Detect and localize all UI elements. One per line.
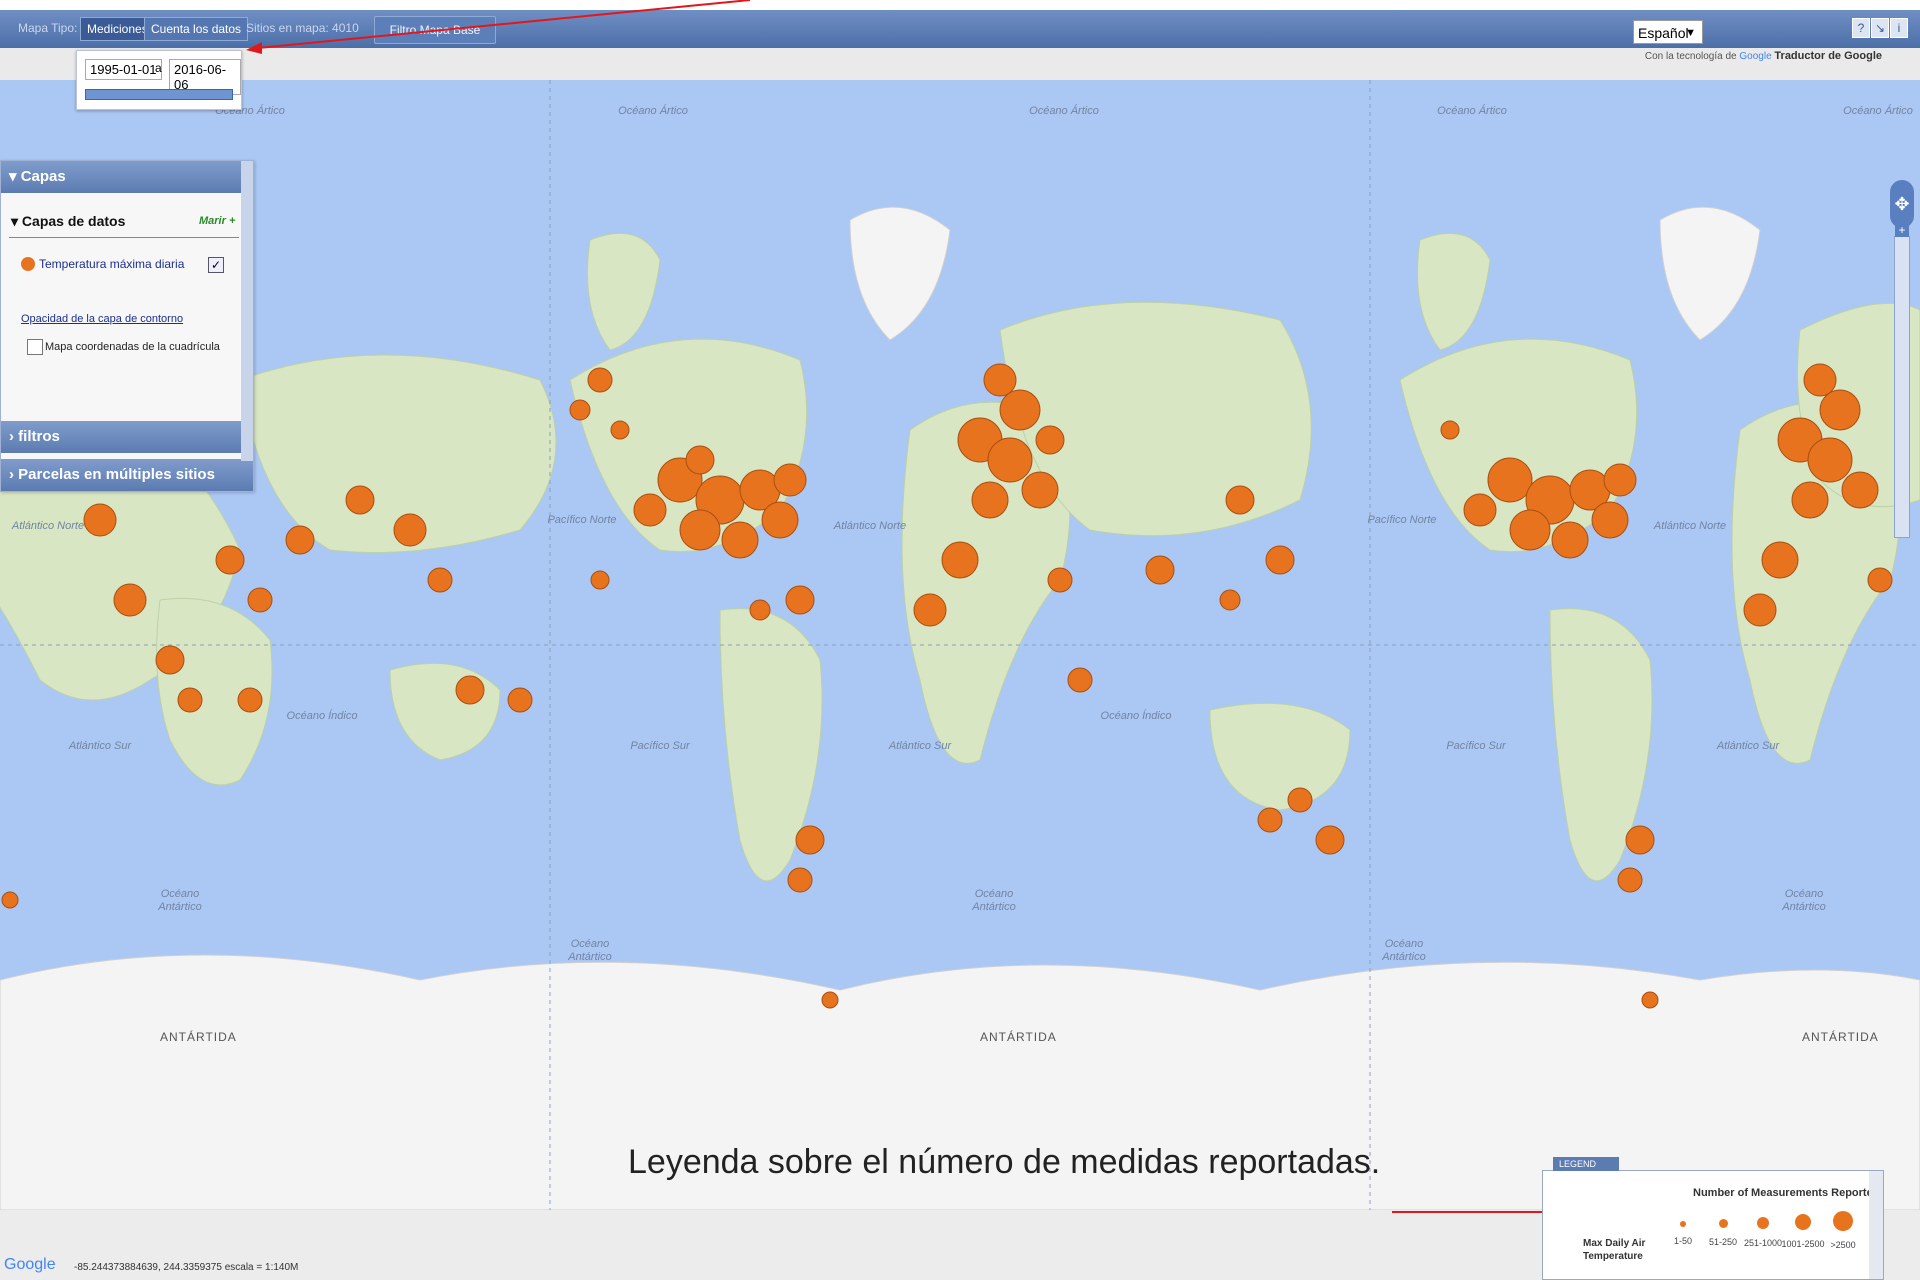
ocean-label: Pacífico Sur bbox=[630, 740, 690, 752]
map-graphics bbox=[0, 80, 1920, 1210]
legend-tab[interactable]: LEGEND bbox=[1553, 1157, 1619, 1171]
ocean-label: Océano Ártico bbox=[1843, 105, 1913, 117]
ocean-label: Océano Ártico bbox=[1029, 105, 1099, 117]
ocean-label: Océano Ártico bbox=[618, 105, 688, 117]
layer-name: Temperatura máxima diaria bbox=[39, 257, 185, 271]
legend-item: 51-250 bbox=[1693, 1209, 1753, 1247]
layers-panel: ▾ Capas ▾ Capas de datos Marir + Tempera… bbox=[0, 160, 254, 492]
legend-range: 1001-2500 bbox=[1781, 1239, 1825, 1249]
legend-dot bbox=[1795, 1214, 1811, 1230]
legend-range: 51-250 bbox=[1708, 1237, 1738, 1247]
legend-range: 1-50 bbox=[1673, 1236, 1692, 1246]
ocean-label: Océano Ártico bbox=[1437, 105, 1507, 117]
layer-marker-icon bbox=[21, 257, 35, 271]
sub-toolbar bbox=[0, 48, 1920, 80]
measurement-markers bbox=[1, 363, 1893, 1009]
info-icon[interactable]: i bbox=[1890, 18, 1908, 38]
mark-all-link[interactable]: Marir + bbox=[199, 215, 236, 227]
layers-panel-header[interactable]: ▾ Capas bbox=[1, 161, 253, 193]
ocean-label: Océano Índico bbox=[1100, 710, 1172, 722]
antarctica-label: ANTÁRTIDA bbox=[980, 1030, 1057, 1044]
help-icon[interactable]: ? bbox=[1852, 18, 1870, 38]
antarctica-label: ANTÁRTIDA bbox=[160, 1030, 237, 1044]
language-select[interactable]: Español ▼ bbox=[1633, 20, 1703, 44]
legend-range: >2500 bbox=[1830, 1240, 1856, 1250]
ocean-label: Atlántico Sur bbox=[68, 740, 132, 752]
ocean-label: Océano Antártico bbox=[158, 888, 202, 913]
legend-dot bbox=[1833, 1211, 1853, 1231]
google-logo: Google bbox=[4, 1256, 56, 1273]
legend-scrollbar[interactable] bbox=[1869, 1171, 1883, 1279]
world-map[interactable]: Océano Ártico Océano Ártico Océano Ártic… bbox=[0, 80, 1920, 1210]
chevron-down-icon: ▼ bbox=[1685, 27, 1696, 39]
legend-title: Number of Measurements Reported bbox=[1693, 1187, 1880, 1199]
legend-annotation-text: Leyenda sobre el número de medidas repor… bbox=[628, 1143, 1381, 1181]
zoom-in-icon[interactable]: + bbox=[1895, 223, 1909, 237]
zoom-slider-track[interactable]: + bbox=[1894, 223, 1910, 538]
mode-measurements-button[interactable]: Mediciones bbox=[80, 17, 155, 41]
language-value: Español bbox=[1638, 25, 1689, 41]
start-date-input[interactable]: 1995-01-01 bbox=[85, 59, 162, 80]
ocean-label: Océano Índico bbox=[286, 710, 358, 722]
zoom-control: ✥ + bbox=[1890, 180, 1914, 600]
land-copy-right bbox=[1399, 232, 1920, 882]
ocean-label: Pacífico Norte bbox=[547, 514, 617, 526]
legend-item: 1001-2500 bbox=[1773, 1209, 1833, 1249]
ocean-label: Atlántico Norte bbox=[833, 520, 907, 532]
date-range-slider[interactable] bbox=[85, 89, 233, 100]
coordinates-readout: -85.244373884639, 244.3359375 escala = 1… bbox=[74, 1262, 299, 1273]
ocean-label: Atlántico Norte bbox=[1653, 520, 1727, 532]
filters-section[interactable]: › filtros bbox=[1, 421, 253, 453]
sites-count-label: Sitios en mapa: 4010 bbox=[246, 21, 359, 35]
legend-series: Max Daily Air Temperature bbox=[1583, 1238, 1646, 1262]
date-separator: a bbox=[155, 61, 162, 75]
multi-site-section[interactable]: › Parcelas en múltiples sitios bbox=[1, 459, 253, 491]
ocean-label: Atlántico Norte bbox=[11, 520, 85, 532]
ocean-label: Océano Antártico bbox=[568, 938, 612, 963]
grid-checkbox[interactable] bbox=[27, 339, 43, 355]
ocean-label: Atlántico Sur bbox=[888, 740, 952, 752]
ocean-label: Océano Antártico bbox=[1782, 888, 1826, 913]
panel-scrollbar[interactable] bbox=[241, 161, 253, 461]
mode-data-count-button[interactable]: Cuenta los datos bbox=[144, 17, 249, 41]
legend-dot bbox=[1757, 1217, 1769, 1229]
contour-opacity-link[interactable]: Opacidad de la capa de contorno bbox=[21, 313, 184, 325]
annotation-arrow-top bbox=[246, 0, 751, 54]
panel-divider bbox=[9, 237, 239, 238]
ocean-label: Pacífico Sur bbox=[1446, 740, 1506, 752]
grid-label: Mapa coordenadas de la cuadrícula bbox=[45, 341, 220, 353]
share-icon[interactable]: ↘ bbox=[1871, 18, 1889, 38]
legend-range: 251-1000 bbox=[1743, 1238, 1783, 1248]
legend-dot bbox=[1718, 1219, 1728, 1228]
ocean-label: Pacífico Norte bbox=[1367, 514, 1437, 526]
legend-box: LEGEND Number of Measurements Reported M… bbox=[1542, 1157, 1884, 1280]
antarctica-label: ANTÁRTIDA bbox=[1802, 1030, 1879, 1044]
data-layers-heading: ▾ Capas de datos bbox=[11, 213, 126, 229]
powered-by-translate[interactable]: Con la tecnología de Google Traductor de… bbox=[1644, 50, 1882, 62]
map-type-label: Mapa Tipo: bbox=[18, 21, 78, 35]
legend-item: 251-1000 bbox=[1733, 1209, 1793, 1248]
legend-item: 1-50 bbox=[1653, 1209, 1713, 1246]
ocean-label: Atlántico Sur bbox=[1716, 740, 1780, 752]
ocean-label: Océano Antártico bbox=[972, 888, 1016, 913]
legend-item: >2500 bbox=[1813, 1209, 1873, 1250]
ocean-label: Océano Antártico bbox=[1382, 938, 1426, 963]
date-range-popup: 1995-01-01 a 2016-06-06 bbox=[76, 50, 242, 110]
layer-visibility-checkbox[interactable]: ✓ bbox=[208, 257, 224, 273]
legend-dot bbox=[1680, 1221, 1686, 1227]
pan-arrows-icon[interactable]: ✥ bbox=[1890, 180, 1914, 228]
